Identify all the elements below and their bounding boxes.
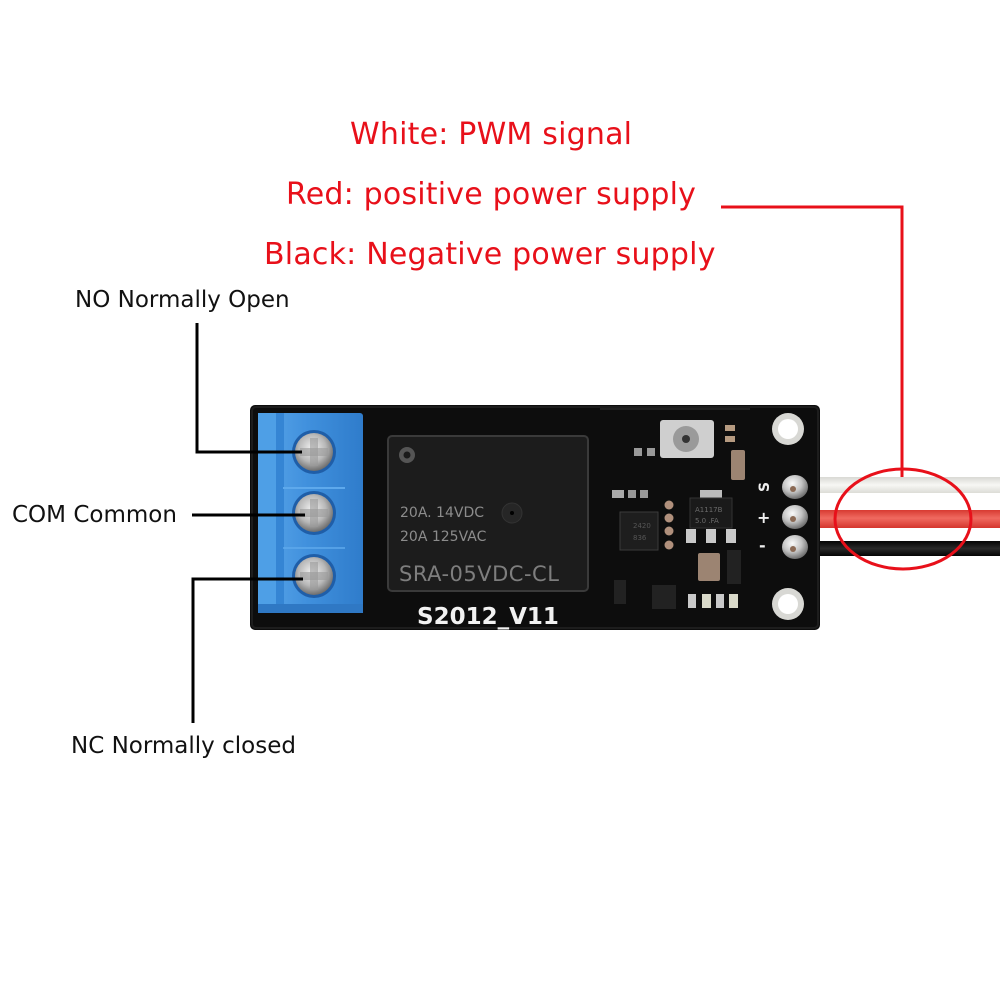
wire-black-negative [800,541,1000,556]
pin-label-positive: + [757,508,770,527]
mounting-hole-top [772,413,804,445]
regulator-marking-2: 5.0 .FA [695,517,719,525]
board-version-label: S2012_V11 [417,604,559,630]
label-common: COM Common [12,502,177,528]
leader-line-nc [191,577,303,723]
relay-rating-ac: 20A 125VAC [400,529,487,545]
wire-red-positive [800,510,1000,528]
pin-label-negative: - [759,536,766,555]
microcontroller-chip: 2420 836 [619,511,659,551]
solder-pad-signal [782,475,808,499]
screw-nc [292,554,336,598]
legend-black-wire: Black: Negative power supply [264,237,716,272]
pin-label-signal: S [757,482,773,492]
screw-com [292,491,336,535]
label-normally-closed: NC Normally closed [71,733,296,759]
legend-white-wire: White: PWM signal [350,117,633,152]
mounting-hole-bottom [772,588,804,620]
relay-model: SRA-05VDC-CL [399,562,559,586]
voltage-regulator: A1117B 5.0 .FA [686,490,736,543]
terminal-leader-lines [191,323,305,723]
regulator-marking-1: A1117B [695,506,723,514]
screw-no [292,430,336,474]
control-circuit: 2420 836 A1117B 5.0 .FA [600,408,750,609]
ic-marking-2: 836 [633,534,647,542]
label-normally-open: NO Normally Open [75,287,290,313]
callout-leader-line [721,205,904,477]
wire-bundle [800,477,1000,556]
callout-ellipse-icon [833,467,973,571]
legend-red-wire: Red: positive power supply [286,177,697,212]
solder-pad-negative [782,535,808,559]
wire-white-signal [800,477,1000,493]
relay-component: 20A. 14VDC 20A 125VAC SRA-05VDC-CL [387,435,589,592]
leader-line-no [195,323,302,454]
solder-pad-positive [782,505,808,529]
wire-callout [721,205,973,571]
potentiometer-icon [660,420,714,458]
relay-rating-dc: 20A. 14VDC [400,505,484,521]
ic-marking-1: 2420 [633,522,651,530]
